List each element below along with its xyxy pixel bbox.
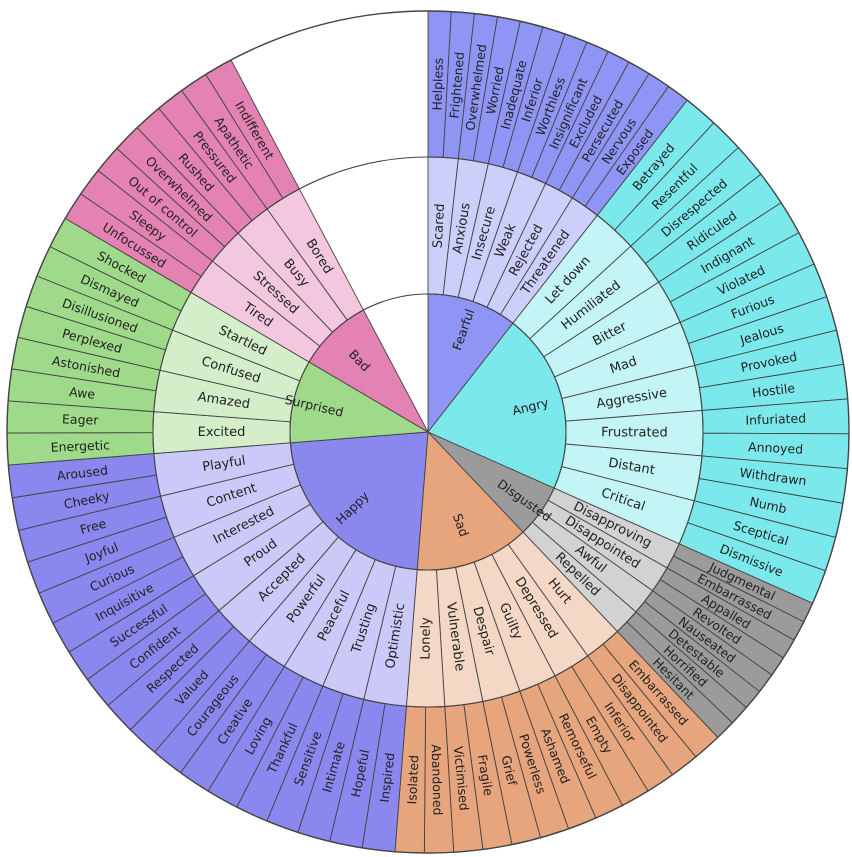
tier3-label-frightened: Frightened (447, 51, 467, 119)
tier3-label-aroused: Aroused (56, 462, 109, 483)
tier3-label-annoyed: Annoyed (748, 439, 804, 457)
inner-ring-boundary (289, 293, 567, 571)
tier2-label-excited: Excited (198, 425, 246, 440)
tier3-label-helpless: Helpless (429, 58, 445, 111)
tier3-label-fragile: Fragile (475, 753, 497, 797)
tier2-label-lonely: Lonely (419, 617, 434, 660)
core-label-sad: Sad (450, 511, 472, 538)
tier3-label-grief: Grief (498, 754, 520, 788)
tier3-label-isolated: Isolated (404, 755, 421, 805)
tier2-label-playful: Playful (201, 453, 246, 475)
tier3-label-hostile: Hostile (751, 380, 796, 400)
middle-ring-boundary (152, 156, 704, 708)
tier3-label-inspired: Inspired (377, 752, 398, 803)
tier2-label-scared: Scared (431, 203, 448, 248)
tier3-label-free: Free (78, 516, 108, 538)
inner-ring (289, 293, 567, 571)
tier3-label-awe: Awe (68, 384, 96, 402)
tier3-label-infuriated: Infuriated (745, 410, 806, 427)
tier3-label-abandoned: Abandoned (429, 744, 446, 816)
outer-ring-boundary (6, 10, 850, 854)
tier3-label-eager: Eager (62, 411, 100, 427)
tier3-label-victimised: Victimised (451, 745, 472, 811)
tier3-label-energetic: Energetic (50, 437, 110, 454)
tier2-label-frustrated: Frustrated (601, 425, 668, 440)
